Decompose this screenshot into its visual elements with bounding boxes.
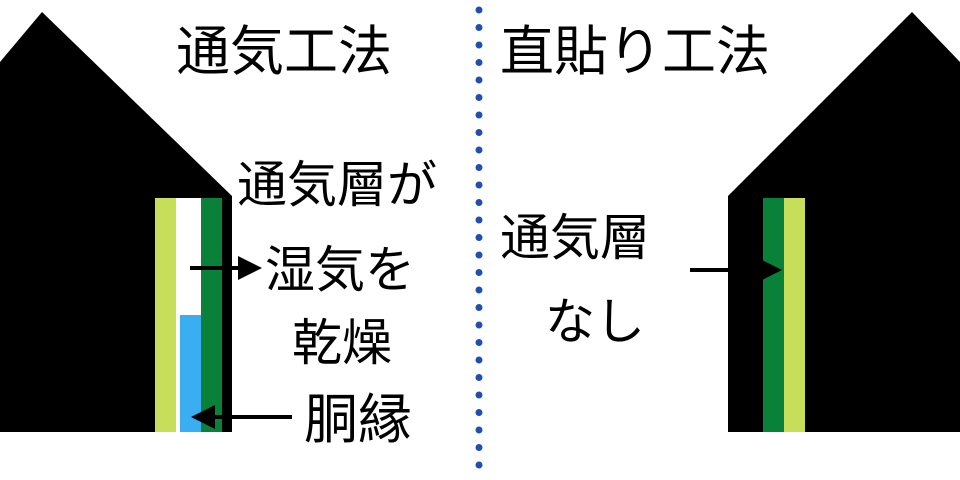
left-note-line-2: 湿気を <box>265 241 415 299</box>
furring-strip-label: 胴縁 <box>304 388 412 451</box>
right-note-line-1: 通気層 <box>500 209 650 267</box>
right-sheathing-board <box>763 198 784 432</box>
left-siding-board <box>155 198 176 432</box>
right-siding-board <box>784 198 805 432</box>
air-gap-arrow-head <box>238 256 262 280</box>
right-note-line-2: なし <box>545 293 645 351</box>
no-air-gap-arrow-head <box>758 258 782 282</box>
furring-strip <box>180 315 201 432</box>
left-method-title: 通気工法 <box>176 20 392 83</box>
left-note-line-3: 乾燥 <box>292 314 392 372</box>
left-sheathing-board <box>201 198 222 432</box>
right-method-title: 直貼り工法 <box>500 20 770 83</box>
furring-arrow-head <box>191 405 215 429</box>
left-note-line-1: 通気層が <box>237 156 437 214</box>
